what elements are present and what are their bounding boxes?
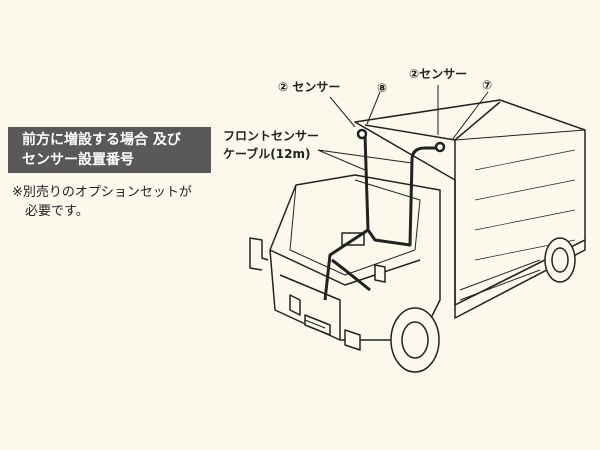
sensor-7-icon [434,141,446,153]
note-line2: 必要です。 [25,204,89,219]
heading-line1: 前方に増設する場合 及び [22,132,181,148]
sensor-number-8: ⑧ [377,81,388,95]
heading-box: 前方に増設する場合 及び センサー設置番号 [8,127,211,173]
note: ※別売りのオプションセットが 必要です。 [12,183,192,221]
cable-label-line1: フロントセンサー [223,129,320,143]
cable-label-line2: ケーブル(12m) [223,147,311,161]
sensor-label-right: ②センサー [409,67,468,81]
sensor-8-icon [356,128,368,140]
cargo-box [354,99,586,319]
wheels [390,237,576,373]
sensor-number-7: ⑦ [482,78,493,92]
leader-lines [317,85,489,171]
heading-line2: センサー設置番号 [22,152,134,168]
note-line1: ※別売りのオプションセットが [12,185,192,200]
sensor-cables [323,134,438,301]
sensor-label-left: ② センサー [278,80,341,94]
